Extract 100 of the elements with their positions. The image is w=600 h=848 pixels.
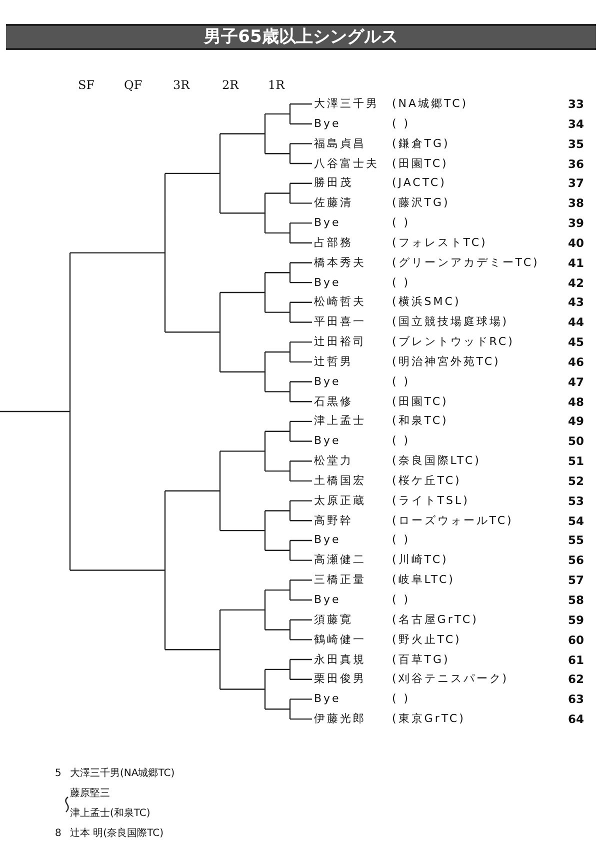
draw-number: 60: [568, 632, 584, 647]
title-banner: 男子65歳以上シングルス: [6, 24, 596, 50]
player-name: 平田喜一: [314, 315, 366, 330]
draw-number: 43: [568, 295, 584, 310]
player-name: 須藤寛: [314, 612, 353, 627]
draw-number: 48: [568, 394, 584, 409]
player-name: 高瀬健二: [314, 553, 366, 568]
player-name: Bye: [314, 434, 341, 448]
draw-number: 59: [568, 612, 584, 627]
club-name: ( ): [392, 533, 410, 548]
draw-number: 64: [568, 712, 584, 726]
club-name: (グリーンアカデミーTC): [392, 256, 540, 270]
club-name: (百草TG): [392, 652, 450, 667]
draw-number: 53: [568, 494, 584, 508]
draw-number: 51: [568, 454, 584, 468]
player-name: 勝田茂: [314, 176, 353, 190]
club-name: (東京GrTC): [392, 712, 466, 726]
player-name: Bye: [314, 116, 341, 131]
player-name: 八谷富士夫: [314, 156, 379, 171]
draw-number: 49: [568, 414, 584, 428]
draw-number: 44: [568, 315, 584, 330]
club-name: (川崎TC): [392, 553, 448, 568]
player-name: 津上孟士: [314, 414, 366, 428]
club-name: (国立競技場庭球場): [392, 315, 509, 330]
round-heading: QF: [124, 78, 142, 92]
seed-entry: 大澤三千男(NA城郷TC): [70, 767, 175, 781]
player-name: Bye: [314, 276, 341, 290]
club-name: (野火止TC): [392, 632, 462, 647]
club-name: (フォレストTC): [392, 236, 488, 250]
draw-number: 39: [568, 216, 584, 230]
round-heading: 2R: [222, 78, 239, 92]
club-name: ( ): [392, 276, 410, 290]
player-name: 石黒修: [314, 394, 353, 409]
seed-number: 8: [55, 827, 62, 841]
draw-number: 33: [568, 97, 584, 111]
club-name: ( ): [392, 593, 410, 607]
player-name: 鶴崎健一: [314, 632, 366, 647]
draw-number: 35: [568, 136, 584, 151]
draw-number: 58: [568, 593, 584, 607]
draw-number: 55: [568, 533, 584, 548]
player-name: 辻哲男: [314, 354, 353, 369]
draw-number: 63: [568, 692, 584, 706]
draw-number: 46: [568, 354, 584, 369]
draw-number: 38: [568, 196, 584, 210]
club-name: (藤沢TG): [392, 196, 450, 210]
draw-number: 54: [568, 514, 584, 528]
draw-number: 56: [568, 553, 584, 568]
player-name: 高野幹: [314, 514, 353, 528]
player-name: Bye: [314, 692, 341, 706]
club-name: ( ): [392, 216, 410, 230]
club-name: (名古屋GrTC): [392, 612, 478, 627]
draw-number: 57: [568, 573, 584, 588]
club-name: (桜ケ丘TC): [392, 474, 462, 488]
player-name: 大澤三千男: [314, 97, 379, 111]
club-name: (ブレントウッドRC): [392, 335, 514, 350]
club-name: ( ): [392, 692, 410, 706]
draw-number: 62: [568, 672, 584, 686]
club-name: (刈谷テニスパーク): [392, 672, 509, 686]
draw-number: 61: [568, 652, 584, 667]
club-name: (田園TC): [392, 156, 448, 171]
club-name: (JACTC): [392, 176, 446, 190]
player-name: 伊藤光郎: [314, 712, 366, 726]
player-name: 辻田裕司: [314, 335, 366, 350]
club-name: (ライトTSL): [392, 494, 470, 508]
player-name: 三橋正量: [314, 573, 366, 588]
seed-entry: 津上孟士(和泉TC): [70, 807, 150, 821]
draw-number: 42: [568, 276, 584, 290]
player-name: 松崎哲夫: [314, 295, 366, 310]
club-name: ( ): [392, 116, 410, 131]
player-name: 栗田俊男: [314, 672, 366, 686]
player-name: 福島貞昌: [314, 136, 366, 151]
round-heading: 3R: [173, 78, 190, 92]
player-name: 佐藤清: [314, 196, 353, 210]
club-name: (奈良国際LTC): [392, 454, 481, 468]
player-name: 土橋国宏: [314, 474, 366, 488]
player-name: 永田真規: [314, 652, 366, 667]
draw-number: 34: [568, 116, 584, 131]
draw-number: 47: [568, 374, 584, 389]
club-name: (明治神宮外苑TC): [392, 354, 500, 369]
player-name: 橋本秀夫: [314, 256, 366, 270]
draw-number: 37: [568, 176, 584, 190]
draw-number: 41: [568, 256, 584, 270]
club-name: (NA城郷TC): [392, 97, 468, 111]
club-name: ( ): [392, 374, 410, 389]
player-name: 松堂力: [314, 454, 353, 468]
player-name: Bye: [314, 374, 341, 389]
player-name: Bye: [314, 533, 341, 548]
draw-number: 36: [568, 156, 584, 171]
club-name: (横浜SMC): [392, 295, 461, 310]
draw-number: 40: [568, 236, 584, 250]
round-heading: SF: [78, 78, 95, 92]
club-name: (ローズウォールTC): [392, 514, 514, 528]
club-name: (岐阜LTC): [392, 573, 455, 588]
seed-entry: 辻本 明(奈良国際TC): [70, 827, 164, 841]
round-heading: 1R: [268, 78, 285, 92]
seed-number: 5: [55, 767, 62, 781]
draw-number: 50: [568, 434, 584, 448]
club-name: (和泉TC): [392, 414, 448, 428]
player-name: Bye: [314, 593, 341, 607]
draw-number: 45: [568, 335, 584, 350]
